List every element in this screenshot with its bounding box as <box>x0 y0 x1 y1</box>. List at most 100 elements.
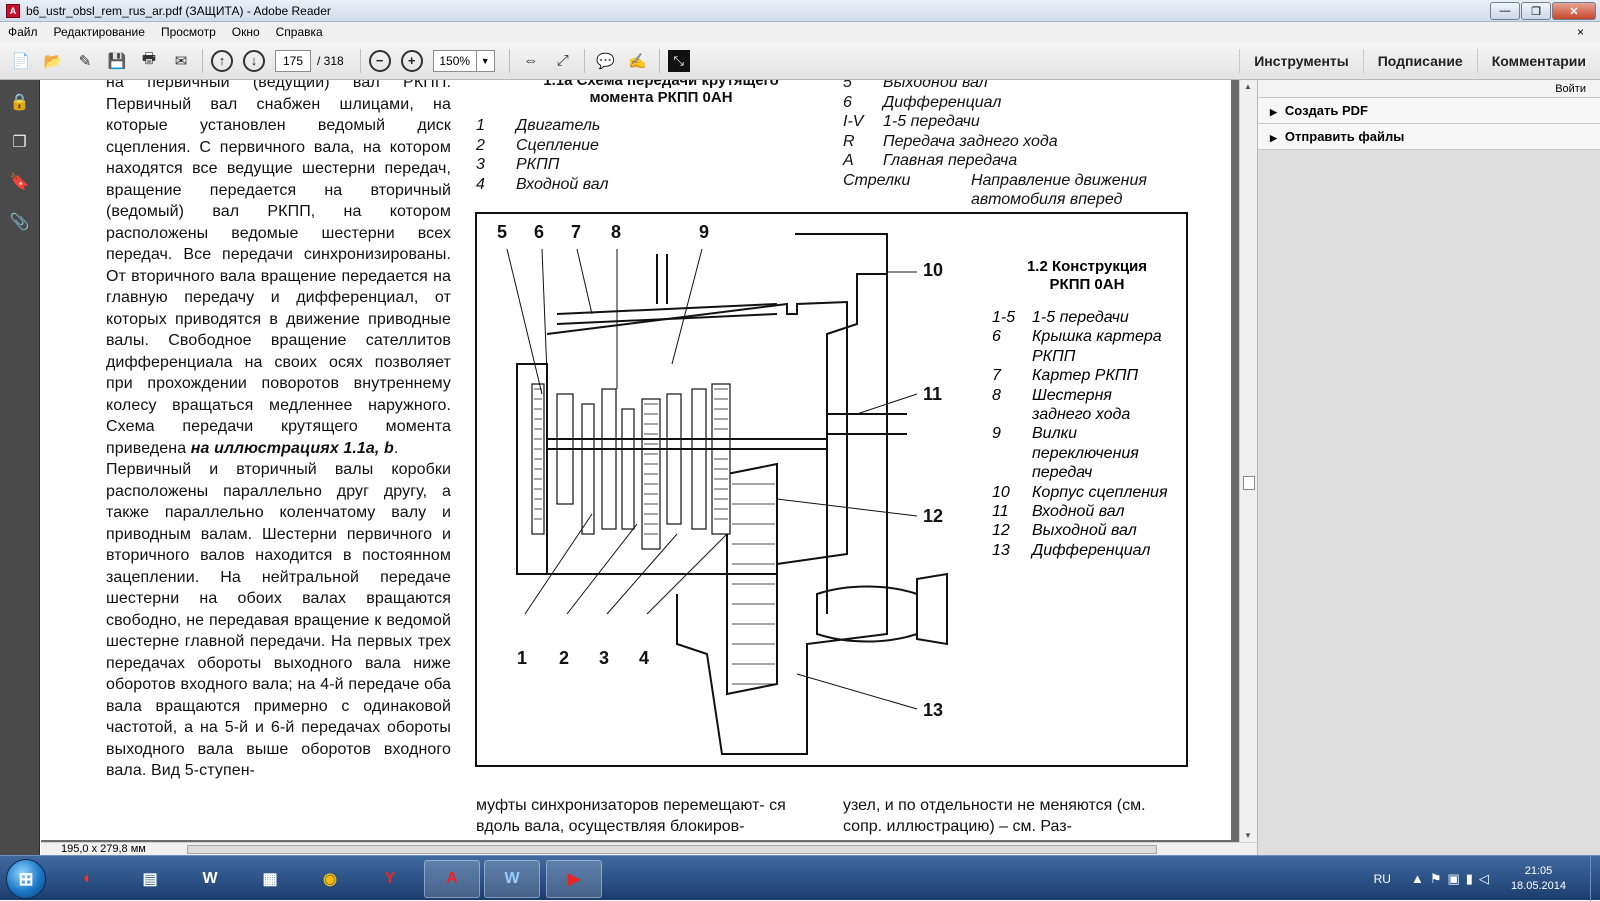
menu-bar: Файл Редактирование Просмотр Окно Справк… <box>0 22 1600 42</box>
callout-8: 8 <box>611 222 622 242</box>
sign-button[interactable]: Подписание <box>1362 49 1477 73</box>
close-button[interactable]: ✕ <box>1552 2 1596 20</box>
clock-time: 21:05 <box>1524 864 1553 877</box>
figure-legend-num: 10 <box>992 483 1010 501</box>
pdf-page: на первичный (ведущий) вал РКПП. Первичн… <box>41 80 1231 840</box>
sign-icon[interactable]: ✍ <box>628 52 648 70</box>
legend-text: Двигатель <box>516 117 601 134</box>
send-files-label: Отправить файлы <box>1284 129 1405 144</box>
fullscreen-icon[interactable]: ⤡ <box>667 49 690 72</box>
callout-4: 4 <box>639 648 650 668</box>
figure-1-2: 5 6 7 8 9 10 11 12 13 1 2 3 4 1.2 Констр… <box>475 212 1188 767</box>
tray-icons[interactable]: ▲⚑▣▮◁ <box>1410 870 1495 886</box>
next-page-icon[interactable]: ↓ <box>243 49 265 72</box>
previous-page-icon[interactable]: ↑ <box>211 49 233 72</box>
legend-text: Входной вал <box>516 175 609 193</box>
send-files-panel-item[interactable]: ▶Отправить файлы <box>1258 124 1600 150</box>
figure-legend-text: Крышка картера РКПП <box>1032 328 1162 365</box>
scroll-up-icon[interactable]: ▲ <box>1244 82 1252 91</box>
figure-legend-num: 7 <box>992 367 1001 385</box>
calculator-taskbar-icon[interactable]: ▦ <box>262 871 278 888</box>
tools-button[interactable]: Инструменты <box>1239 49 1363 73</box>
scroll-down-icon[interactable]: ▼ <box>1244 831 1252 840</box>
yandex-taskbar-icon[interactable]: Y <box>384 870 396 887</box>
horizontal-scrollbar[interactable]: 195,0 x 279,8 мм <box>41 842 1257 855</box>
word-taskbar-icon[interactable]: W <box>484 860 540 898</box>
comments-button[interactable]: Комментарии <box>1476 49 1600 73</box>
zoom-in-icon[interactable]: + <box>400 49 423 72</box>
minimize-button[interactable]: — <box>1490 2 1520 20</box>
menu-file[interactable]: Файл <box>8 25 38 39</box>
bookmark-icon[interactable]: 🔖 <box>9 174 30 191</box>
create-pdf-icon[interactable]: 📄 <box>11 52 31 70</box>
print-icon[interactable]: 🖶 <box>141 50 157 67</box>
network-taskbar-icon[interactable]: ▤ <box>142 871 158 888</box>
zoom-out-icon[interactable]: − <box>368 49 391 72</box>
document-view[interactable]: на первичный (ведущий) вал РКПП. Первичн… <box>41 80 1239 842</box>
toolbar-separator <box>202 48 203 73</box>
figure-legend-num: 8 <box>992 386 1001 404</box>
figure-legend-text: Корпус сцепления <box>1032 483 1168 501</box>
page-thumbnails-icon[interactable]: ❐ <box>12 134 27 151</box>
vertical-scrollbar[interactable]: ▲ ▼ <box>1239 80 1257 842</box>
maximize-button[interactable]: ❐ <box>1521 2 1551 20</box>
figure-legend-text: Входной вал <box>1032 503 1125 521</box>
horizontal-scroll-thumb[interactable] <box>187 845 1157 854</box>
zoom-dropdown-icon[interactable]: ▼ <box>476 49 495 72</box>
menu-view[interactable]: Просмотр <box>160 25 216 39</box>
zoom-input[interactable]: 150% <box>432 49 477 72</box>
legend-num: 2 <box>476 136 485 154</box>
toolbar-separator <box>508 48 510 73</box>
language-indicator[interactable]: RU <box>1373 871 1391 886</box>
ccleaner-taskbar-icon[interactable]: ◐ <box>83 870 93 887</box>
callout-11: 11 <box>923 384 943 404</box>
open-file-icon[interactable]: 📂 <box>43 52 63 70</box>
callout-9: 9 <box>699 222 710 242</box>
figure-legend-num: 9 <box>992 425 1001 443</box>
close-document-button[interactable]: × <box>1576 25 1584 39</box>
video-taskbar-icon[interactable]: ▶ <box>546 860 602 898</box>
figure-legend-num: 6 <box>992 328 1001 346</box>
vertical-scroll-thumb[interactable] <box>1243 476 1255 490</box>
legend-text: Главная передача <box>883 152 1018 169</box>
create-pdf-panel-item[interactable]: ▶Создать PDF <box>1258 98 1600 124</box>
menu-help[interactable]: Справка <box>275 25 323 39</box>
adobe-reader-taskbar-icon[interactable]: A <box>424 860 480 898</box>
edit-icon[interactable]: ✎ <box>78 52 92 70</box>
menu-window[interactable]: Окно <box>231 25 260 39</box>
start-button-icon[interactable]: ⊞ <box>6 859 46 899</box>
create-pdf-label: Создать PDF <box>1284 103 1368 118</box>
chrome-taskbar-icon[interactable]: ◉ <box>323 871 337 888</box>
show-desktop-button[interactable] <box>1590 856 1600 901</box>
fit-width-icon[interactable]: ⇔ <box>523 52 539 69</box>
legend-arrows-text: Направление движения автомобиля вперед <box>971 171 1147 209</box>
attachment-icon[interactable]: 📎 <box>9 214 30 231</box>
legend-num: 3 <box>476 156 485 173</box>
figure-legend-text: Картер РКПП <box>1032 367 1139 385</box>
lock-icon[interactable]: 🔒 <box>9 94 30 111</box>
menu-edit[interactable]: Редактирование <box>53 25 145 39</box>
app-taskbar-icon[interactable]: W <box>202 870 218 887</box>
window-title: b6_ustr_obsl_rem_rus_ar.pdf (ЗАЩИТА) - A… <box>26 3 331 18</box>
figure-legend-item: 7 Картер РКПП <box>992 366 1172 385</box>
login-link[interactable]: Войти <box>1258 80 1600 98</box>
figure-legend-num: 13 <box>992 541 1010 559</box>
page-number-input[interactable]: 175 <box>275 49 311 72</box>
clock[interactable]: 21:05 18.05.2014 <box>1511 864 1566 894</box>
email-icon[interactable]: ✉ <box>174 52 188 70</box>
save-icon[interactable]: 💾 <box>107 52 127 70</box>
figure-legend-num: 12 <box>992 522 1010 540</box>
legend-num: 4 <box>476 175 485 193</box>
comment-icon[interactable]: 💬 <box>596 52 616 70</box>
fit-page-icon[interactable]: ⤢ <box>556 52 569 69</box>
